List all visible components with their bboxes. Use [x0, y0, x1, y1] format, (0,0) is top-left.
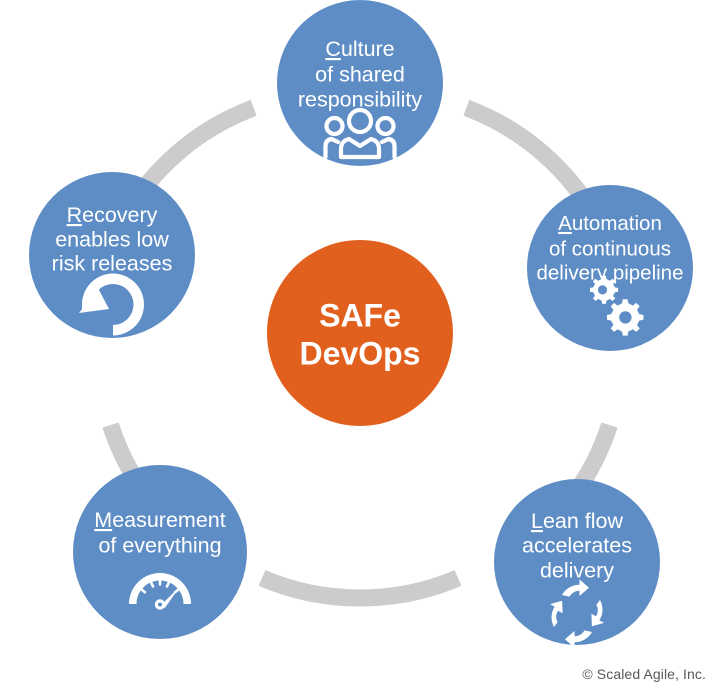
node-culture-line1: Culture [325, 37, 394, 61]
node-automation-acronym-letter: A [558, 212, 572, 235]
node-lean-flow[interactable]: Lean flow accelerates delivery [494, 479, 660, 648]
recycle-arrows-icon [550, 579, 604, 648]
node-lean-flow-line3: delivery [540, 559, 614, 583]
node-culture-line2: of shared [315, 63, 405, 87]
node-measurement-circle [73, 465, 247, 639]
gauge-icon [129, 573, 191, 610]
gears-icon [590, 275, 644, 336]
node-measurement-acronym-letter: M [94, 508, 112, 532]
node-automation-circle [527, 185, 693, 351]
node-recovery-acronym-letter: R [67, 203, 83, 227]
node-lean-flow-line2: accelerates [522, 534, 632, 558]
node-culture-circle [277, 0, 443, 166]
node-culture-acronym-letter: C [325, 37, 341, 61]
node-lean-flow-acronym-letter: L [531, 509, 543, 533]
node-automation[interactable]: Automation of continuous delivery pipeli… [527, 185, 693, 351]
node-recovery-circle [29, 172, 195, 338]
node-lean-flow-line1: Lean flow [531, 509, 624, 533]
ring-arc-leanflow-measurement [258, 570, 462, 607]
node-recovery[interactable]: Recovery enables low risk releases [29, 172, 195, 338]
node-lean-flow-circle [494, 479, 660, 645]
undo-arrow-icon [79, 273, 144, 336]
center-circle [267, 240, 453, 426]
node-automation-line2: of continuous [549, 237, 671, 260]
center-label-line1: SAFe [319, 297, 401, 333]
node-recovery-line2: enables low [55, 228, 169, 252]
node-measurement-line2: of everything [98, 534, 221, 558]
people-group-icon [323, 107, 397, 160]
node-automation-line1: Automation [558, 212, 662, 235]
node-recovery-line1: Recovery [67, 203, 158, 227]
node-culture[interactable]: Culture of shared responsibility [277, 0, 443, 166]
center-node-safe-devops[interactable]: SAFe DevOps [267, 240, 453, 426]
node-measurement-line1: Measurement [94, 508, 225, 532]
node-recovery-line3: risk releases [52, 252, 173, 276]
copyright-notice: © Scaled Agile, Inc. [582, 666, 706, 682]
node-automation-line3: delivery pipeline [536, 261, 683, 284]
center-label-line2: DevOps [300, 335, 421, 371]
node-culture-line3: responsibility [298, 88, 423, 112]
node-measurement[interactable]: Measurement of everything [73, 465, 247, 639]
